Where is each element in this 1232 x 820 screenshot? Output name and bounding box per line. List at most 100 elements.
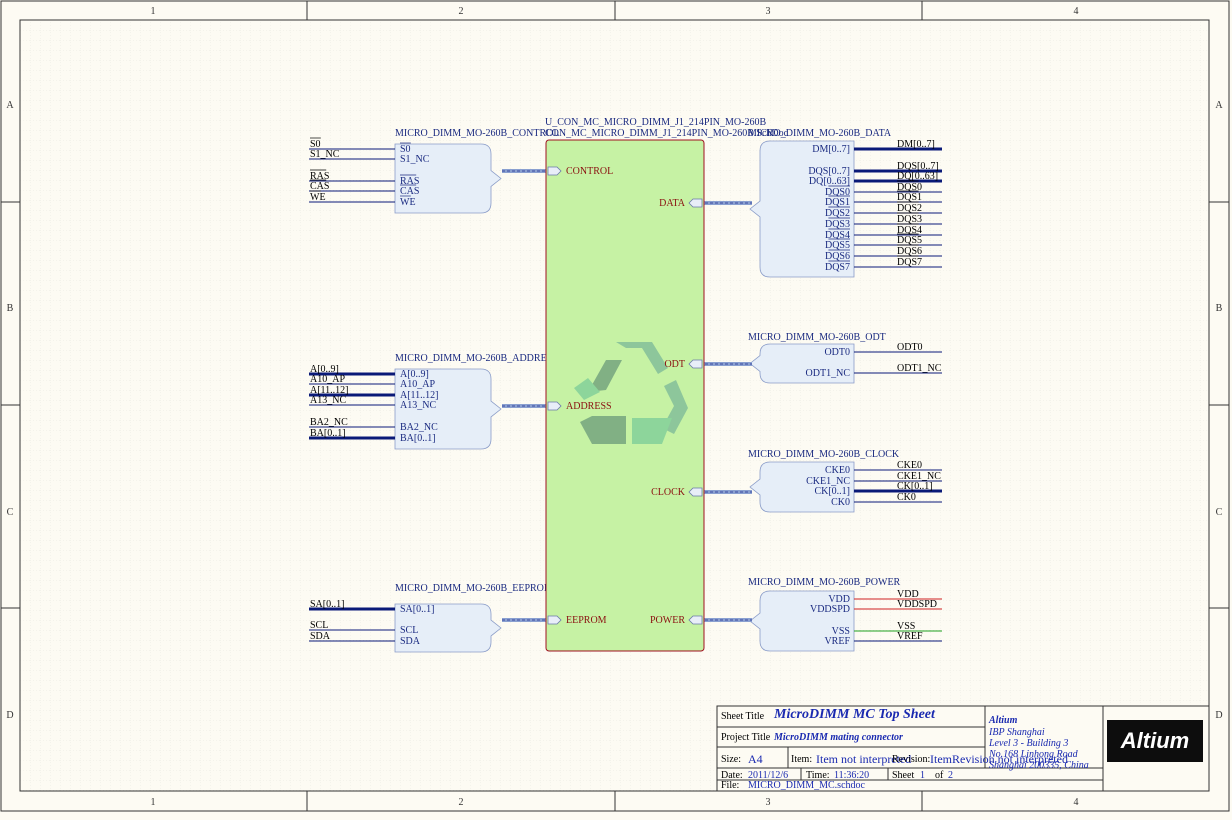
company-line-3: Level 3 - Building 3 (989, 738, 1069, 749)
port-data-shape (688, 198, 703, 208)
harness-title-data: MICRO_DIMM_MO-260B_DATA (748, 128, 892, 139)
harness-connector-odt (749, 343, 855, 384)
net-label: CK[0..1] (897, 481, 933, 492)
net-label: S0 (310, 139, 321, 150)
harness-pin-label: SCL (400, 625, 418, 636)
altium-logo-text: Altium (1120, 728, 1189, 753)
port-power-label: POWER (650, 615, 685, 626)
harness-pin-label: DQS4 (825, 230, 850, 241)
net-label: DQS0 (897, 182, 922, 193)
harness-pin-label: RAS (400, 176, 419, 187)
zone-row-left-label: A (6, 100, 14, 111)
port-address-shape (547, 401, 562, 411)
port-control-label: CONTROL (566, 166, 613, 177)
net-label: DQS6 (897, 246, 922, 257)
harness-title-clock: MICRO_DIMM_MO-260B_CLOCK (748, 449, 900, 460)
harness-pin-label: A10_AP (400, 379, 435, 390)
revision-value: ItemRevision not interpreted (930, 752, 1068, 766)
company-line-4: No.168 Linhong Road (989, 749, 1078, 760)
time-value: 11:36:20 (834, 770, 870, 781)
company-name: Altium (989, 715, 1018, 726)
harness-pin-label: VSS (832, 626, 850, 637)
harness-pin-label: ODT0 (824, 347, 850, 358)
harness-pin-label: CK[0..1] (814, 486, 850, 497)
harness-title-odt: MICRO_DIMM_MO-260B_ODT (748, 332, 886, 343)
zone-column-top-label: 2 (459, 6, 464, 17)
project-title: MicroDIMM mating connector (774, 732, 903, 743)
time-label: Time: (806, 770, 830, 781)
file-label: File: (721, 780, 740, 791)
harness-pin-label: DM[0..7] (812, 144, 850, 155)
zone-row-left-label: B (7, 303, 14, 314)
size-value: A4 (748, 752, 763, 766)
zone-row-right-label: D (1215, 710, 1222, 721)
harness-pin-label: SDA (400, 636, 421, 647)
net-label: WE (310, 192, 326, 203)
zone-row-right-label: C (1216, 507, 1223, 518)
net-label: DQS[0..7] (897, 161, 939, 172)
port-eeprom-label: EEPROM (566, 615, 607, 626)
port-address-label: ADDRESS (566, 401, 612, 412)
harness-pin-label: A13_NC (400, 400, 436, 411)
harness-pin-label: DQ[0..63] (809, 176, 850, 187)
harness-pin-label: S0 (400, 144, 411, 155)
revision-label: Revision: (892, 754, 931, 765)
net-label: VDD (897, 589, 919, 600)
harness-pin-label: DQS5 (825, 240, 850, 251)
net-label: RAS (310, 171, 329, 182)
sheet-total: 2 (948, 770, 953, 781)
port-power-shape (688, 615, 703, 625)
harness-title-control: MICRO_DIMM_MO-260B_CONTROL (395, 128, 559, 139)
net-label: DQS2 (897, 203, 922, 214)
net-label: CKE1_NC (897, 471, 941, 482)
harness-pin-label: CAS (400, 186, 419, 197)
harness-connector-clock (749, 461, 855, 513)
sheet-symbol[interactable] (545, 139, 705, 652)
zone-row-right-label: A (1215, 100, 1223, 111)
harness-pin-label: SA[0..1] (400, 604, 434, 615)
net-label: VSS (897, 621, 915, 632)
zone-column-top-label: 3 (766, 6, 771, 17)
net-label: ODT0 (897, 342, 923, 353)
harness-connector-power (749, 590, 855, 652)
file-value: MICRO_DIMM_MC.schdoc (748, 780, 865, 791)
net-label: A10_AP (310, 374, 345, 385)
port-control-shape (547, 166, 562, 176)
sheet-title: MicroDIMM MC Top Sheet (774, 707, 935, 722)
sheet-label: Sheet (892, 770, 915, 781)
harness-pin-label: CKE1_NC (806, 476, 850, 487)
harness-pin-label: DQS7 (825, 262, 850, 273)
net-label: S1_NC (310, 149, 340, 160)
harness-pin-label: BA2_NC (400, 422, 438, 433)
net-label: ODT1_NC (897, 363, 942, 374)
project-title-label: Project Title (721, 732, 771, 743)
net-label: SDA (310, 631, 331, 642)
title-block: Altium (716, 705, 1210, 792)
net-label: BA2_NC (310, 417, 348, 428)
harness-title-address: MICRO_DIMM_MO-260B_ADDRESS (395, 353, 558, 364)
harness-pin-label: CK0 (831, 497, 850, 508)
right-harness-layer: MICRO_DIMM_MO-260B_DATADM[0..7]DM[0..7]D… (700, 128, 942, 652)
net-label: DQS3 (897, 214, 922, 225)
sheet-number: 1 (920, 770, 925, 781)
size-label: Size: (721, 754, 741, 765)
recycle-icon (574, 342, 688, 444)
harness-pin-label: VREF (824, 636, 850, 647)
port-clock-shape (688, 487, 703, 497)
zone-row-left-label: C (7, 507, 14, 518)
harness-pin-label: ODT1_NC (806, 368, 851, 379)
date-label: Date: (721, 770, 743, 781)
net-label: DQS5 (897, 235, 922, 246)
harness-pin-label: DQS1 (825, 197, 850, 208)
company-line-5: Shanghai 200335, China (989, 760, 1089, 771)
net-label: DQS7 (897, 257, 922, 268)
net-label: A13_NC (310, 395, 346, 406)
item-label: Item: (791, 754, 813, 765)
port-clock-label: CLOCK (651, 487, 686, 498)
net-label: CAS (310, 181, 329, 192)
port-odt-label: ODT (664, 359, 685, 370)
harness-pin-label: DQS3 (825, 219, 850, 230)
port-data-label: DATA (659, 198, 686, 209)
